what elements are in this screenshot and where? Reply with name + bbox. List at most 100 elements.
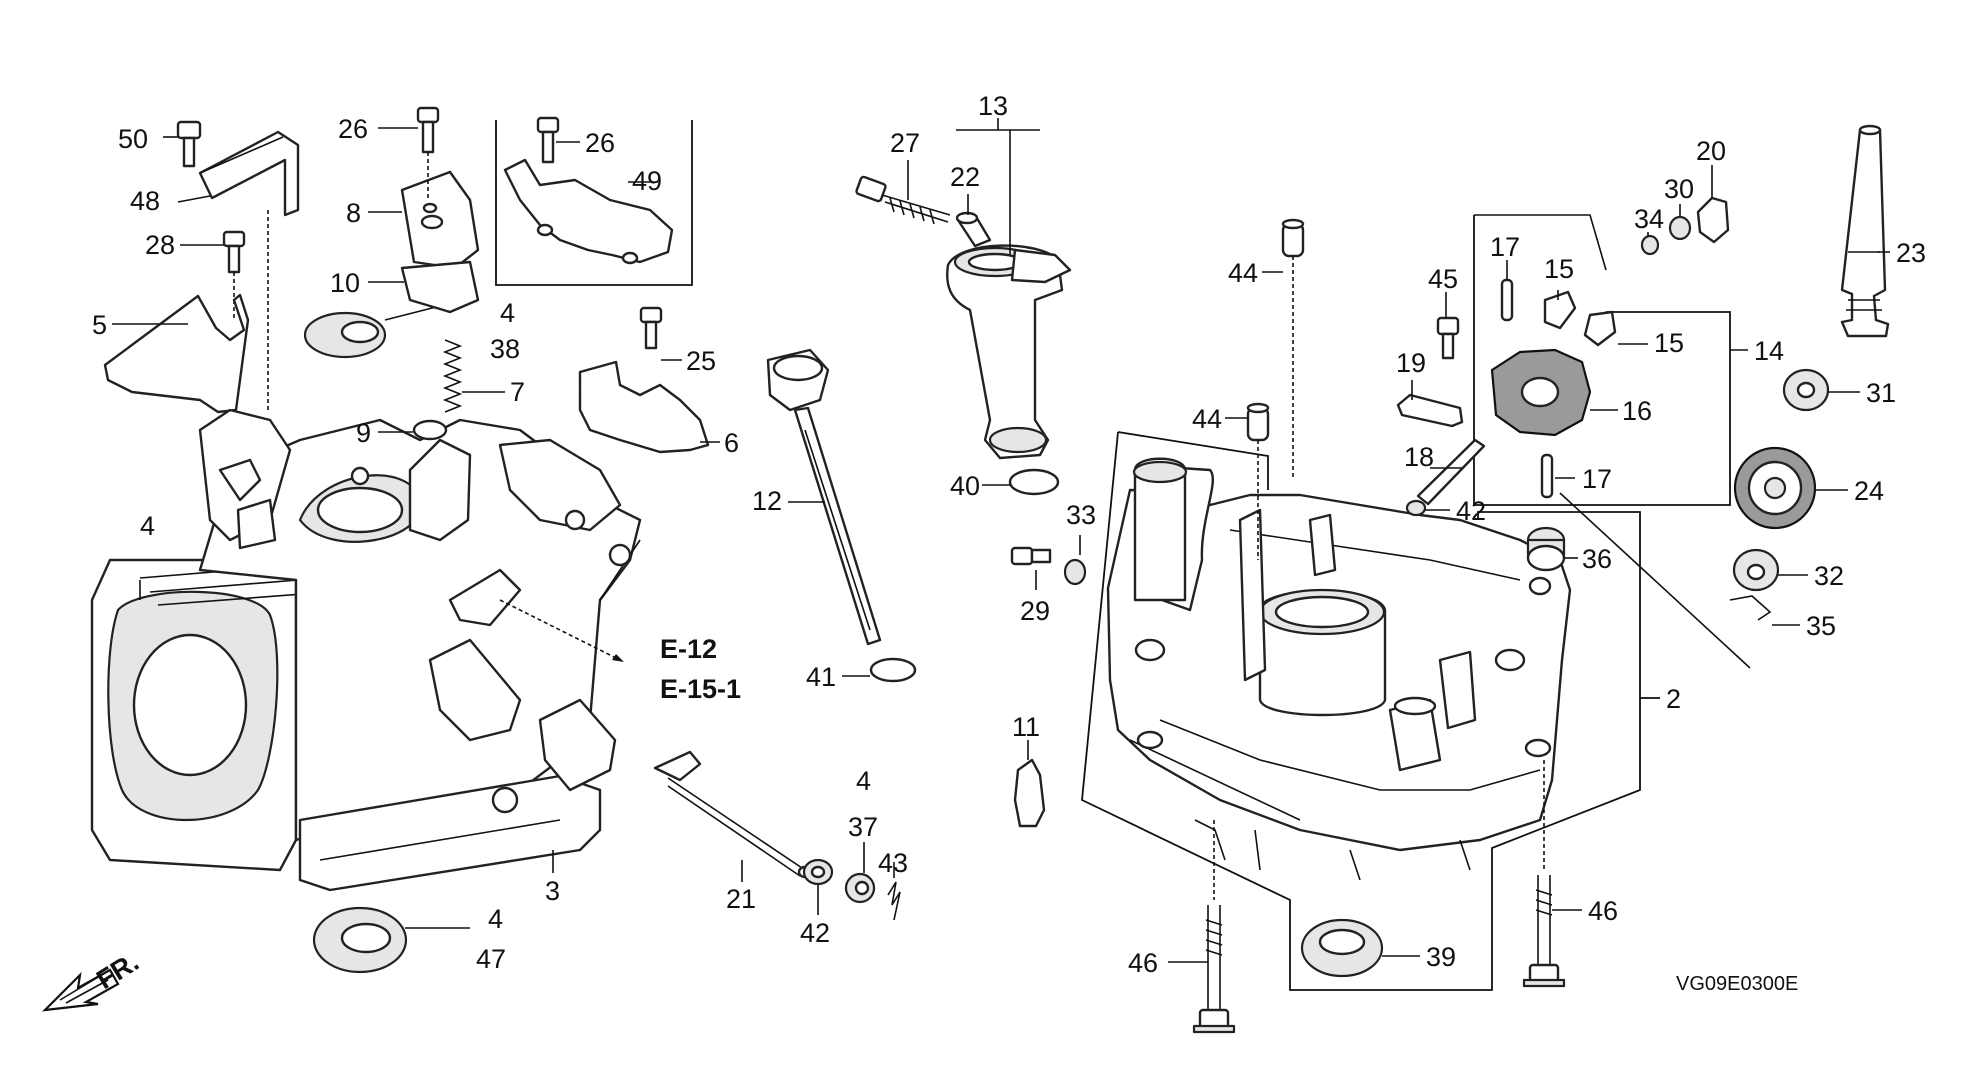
base-10 bbox=[400, 260, 480, 314]
spring-7 bbox=[442, 339, 463, 413]
callout-4-center: 4 bbox=[856, 766, 871, 796]
callout-4-block: 4 bbox=[140, 511, 155, 541]
callout-27: 27 bbox=[890, 128, 920, 158]
callout-33: 33 bbox=[1066, 500, 1096, 530]
callout-45: 45 bbox=[1428, 264, 1458, 294]
callout-15-upper: 15 bbox=[1544, 254, 1574, 284]
oil-filler-tube-13 bbox=[946, 244, 1072, 460]
callout-10: 10 bbox=[330, 268, 360, 298]
bolt-29 bbox=[1010, 546, 1052, 566]
callout-31: 31 bbox=[1866, 378, 1896, 408]
bearing-31 bbox=[1782, 368, 1830, 412]
rod-21 bbox=[653, 750, 813, 879]
callout-6: 6 bbox=[724, 428, 739, 458]
pin-18 bbox=[1416, 438, 1486, 506]
callout-11: 11 bbox=[1012, 712, 1040, 742]
callout-26-right: 26 bbox=[585, 128, 615, 158]
plate-19 bbox=[1396, 393, 1464, 428]
callout-4-upper: 4 bbox=[500, 298, 515, 328]
callout-43: 43 bbox=[878, 848, 908, 878]
dowel-44-lower bbox=[1246, 402, 1270, 442]
callout-29: 29 bbox=[1020, 596, 1050, 626]
frame-14 bbox=[1473, 215, 1731, 506]
bolt-27 bbox=[855, 175, 951, 225]
callout-17-upper: 17 bbox=[1490, 232, 1520, 262]
callout-16: 16 bbox=[1622, 396, 1652, 426]
o-ring-41 bbox=[869, 657, 917, 683]
callout-48: 48 bbox=[130, 186, 160, 216]
callout-42-right: 42 bbox=[1456, 496, 1486, 526]
pin-43 bbox=[887, 881, 901, 921]
callout-7: 7 bbox=[510, 377, 525, 407]
callout-46-left: 46 bbox=[1128, 948, 1158, 978]
dowel-44-upper bbox=[1281, 218, 1305, 258]
callout-40: 40 bbox=[950, 471, 980, 501]
washer-32 bbox=[1732, 548, 1780, 592]
callout-23: 23 bbox=[1896, 238, 1926, 268]
reference-e12: E-12 bbox=[660, 634, 717, 664]
callout-24: 24 bbox=[1854, 476, 1884, 506]
pin-17-upper bbox=[1500, 278, 1514, 322]
callout-36: 36 bbox=[1582, 544, 1612, 574]
callout-19: 19 bbox=[1396, 348, 1426, 378]
cylinder-block-body bbox=[90, 408, 642, 892]
dipstick-12 bbox=[766, 348, 882, 646]
callout-47: 47 bbox=[476, 944, 506, 974]
camshaft-23 bbox=[1840, 124, 1890, 338]
callout-13: 13 bbox=[978, 91, 1008, 121]
callout-18: 18 bbox=[1404, 442, 1434, 472]
bolt-46-right bbox=[1522, 875, 1566, 988]
callout-4-lower: 4 bbox=[488, 904, 503, 934]
callout-35: 35 bbox=[1806, 611, 1836, 641]
bolt-26-left bbox=[416, 106, 440, 154]
bolt-45 bbox=[1436, 316, 1460, 360]
bolt-26-right bbox=[536, 116, 560, 164]
center-parts bbox=[653, 118, 1072, 921]
weight-15-right bbox=[1583, 310, 1617, 347]
cap-9 bbox=[412, 419, 448, 441]
callout-21: 21 bbox=[726, 884, 756, 914]
callout-34: 34 bbox=[1634, 204, 1664, 234]
governor-holder-16 bbox=[1490, 348, 1592, 437]
pin-35 bbox=[1729, 595, 1772, 621]
callout-17-lower: 17 bbox=[1582, 464, 1612, 494]
collar-30 bbox=[1668, 215, 1692, 241]
bolt-25 bbox=[639, 306, 663, 350]
clip-11 bbox=[1013, 758, 1046, 828]
callout-9: 9 bbox=[356, 418, 371, 448]
washer-42-right bbox=[1405, 499, 1427, 517]
callout-15-lower: 15 bbox=[1654, 328, 1684, 358]
callout-5: 5 bbox=[92, 310, 107, 340]
callout-3: 3 bbox=[545, 876, 560, 906]
frame-2 bbox=[1081, 431, 1660, 991]
bolt-46-left bbox=[1192, 905, 1236, 1034]
nut-37 bbox=[844, 872, 876, 904]
callout-39: 39 bbox=[1426, 942, 1456, 972]
callout-12: 12 bbox=[752, 486, 782, 516]
callout-38: 38 bbox=[490, 334, 520, 364]
crankcase-cover-assembly bbox=[41, 124, 1890, 1034]
washer-34 bbox=[1640, 234, 1660, 256]
bracket-48 bbox=[198, 130, 300, 217]
callout-42-left: 42 bbox=[800, 918, 830, 948]
cylinder-block-assembly bbox=[90, 106, 720, 974]
gear-24 bbox=[1733, 446, 1817, 530]
pin-17-lower bbox=[1540, 453, 1554, 499]
callout-30: 30 bbox=[1664, 174, 1694, 204]
callout-20: 20 bbox=[1696, 136, 1726, 166]
oil-seal-39 bbox=[1300, 918, 1384, 978]
cover-6 bbox=[578, 360, 710, 454]
inset-box-49 bbox=[495, 120, 693, 286]
front-direction-arrow bbox=[41, 968, 120, 1012]
oil-seal-4-upper bbox=[303, 311, 387, 359]
bolt-28 bbox=[222, 230, 246, 274]
callout-44-lower: 44 bbox=[1192, 404, 1222, 434]
callout-22: 22 bbox=[950, 162, 980, 192]
callout-49: 49 bbox=[632, 166, 662, 196]
callout-labels: 50 48 28 5 26 26 49 8 10 4 38 7 9 25 6 4… bbox=[92, 91, 1926, 978]
callout-28: 28 bbox=[145, 230, 175, 260]
washer-33 bbox=[1063, 558, 1087, 586]
callout-8: 8 bbox=[346, 198, 361, 228]
callout-14: 14 bbox=[1754, 336, 1784, 366]
